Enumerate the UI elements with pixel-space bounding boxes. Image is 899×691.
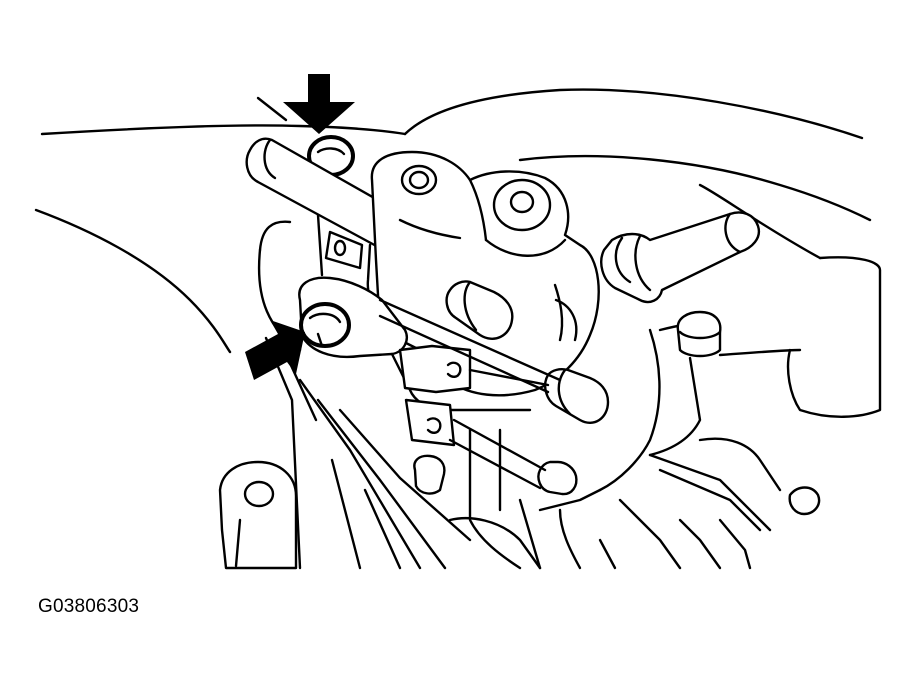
figure-code: G03806303 [38,596,140,617]
bolt-lower-highlighted [299,302,351,348]
pump-body [370,150,600,397]
outlet-pipe [600,211,761,304]
arrow-lower [245,320,305,380]
lower-castings [218,336,821,570]
fittings [445,280,610,496]
right-bolts [538,310,722,512]
bolt-top-highlighted [307,135,355,177]
arrow-top [283,74,355,134]
